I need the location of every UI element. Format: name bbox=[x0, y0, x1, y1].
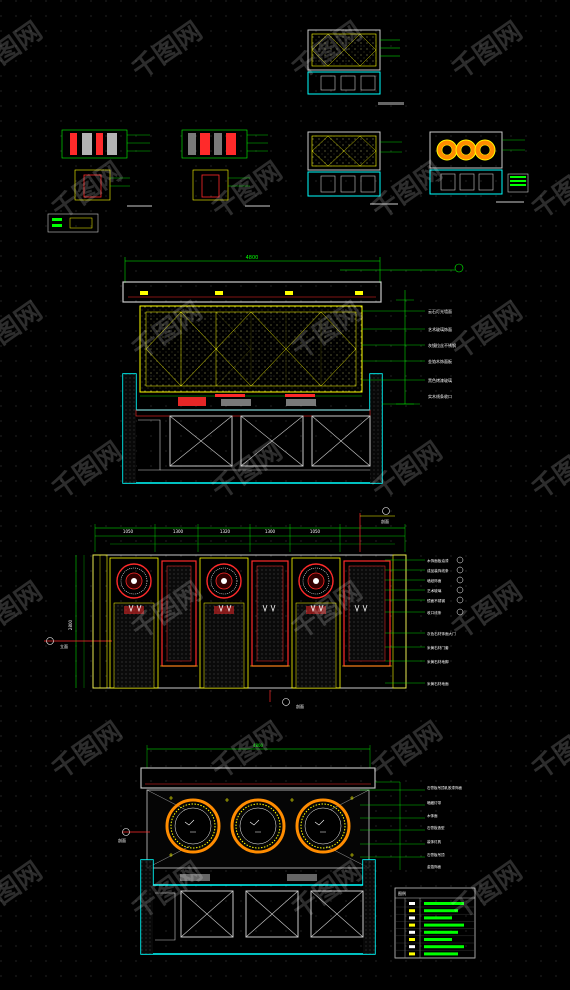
ceiling-2-callout-7: 金箔饰面 bbox=[427, 864, 441, 869]
section-marker-top-label: 剖面 bbox=[381, 518, 389, 524]
ceiling-2-callout-6: 石膏板吊顶 bbox=[427, 852, 445, 857]
thumb-ceiling-round bbox=[429, 131, 529, 203]
thumbnails-group bbox=[47, 29, 529, 233]
section-marker-left-label: 立面 bbox=[60, 643, 68, 649]
legend-symbol bbox=[409, 916, 415, 920]
ceiling-1-callout-2: 艺术玻璃饰面 bbox=[428, 326, 452, 332]
ceiling-plan-2: 4800 剖面 bbox=[118, 743, 476, 959]
elevation-callouts: 木饰面板油漆 成品装饰线条 墙纸饰面 艺术玻璃 镜面不锈钢 收口线条 灰色石材饰… bbox=[385, 556, 464, 686]
ceiling-2-dim-top: 4800 bbox=[253, 743, 264, 748]
elevation-panel-red-2 bbox=[250, 560, 290, 667]
legend-symbol bbox=[409, 952, 415, 956]
section-marker-bottom bbox=[282, 698, 290, 706]
elev-dim-5: 1050 bbox=[310, 529, 321, 534]
legend-text-bar bbox=[424, 938, 452, 941]
elev-left-dim: 2800 bbox=[68, 619, 73, 630]
round-feature-2 bbox=[230, 798, 286, 854]
elevation-drawing: 1050 1300 1320 1300 1050 剖面 2800 立面 bbox=[44, 507, 464, 709]
legend-symbol bbox=[409, 902, 415, 905]
ceiling-2-marker-left: 剖面 bbox=[118, 837, 126, 843]
ceiling-2-callout-3: 木饰面 bbox=[427, 813, 438, 818]
legend-text-bar bbox=[424, 923, 464, 927]
elev-callout-10: 米黄石材地面 bbox=[427, 681, 449, 686]
elev-callout-7: 灰色石材饰面大门 bbox=[427, 631, 456, 636]
legend-symbol bbox=[409, 930, 415, 934]
legend-symbol bbox=[409, 938, 415, 941]
elev-dim-3: 1320 bbox=[220, 529, 231, 534]
elev-callout-1: 木饰面板油漆 bbox=[427, 558, 449, 563]
ceiling-1-callout-6: 实木线条收口 bbox=[428, 393, 452, 399]
legend-text-bar bbox=[424, 909, 458, 913]
ceiling-2-callout-5: 装饰灯具 bbox=[427, 839, 441, 844]
ceiling-1-callout-4: 金箔木饰面板 bbox=[428, 358, 452, 364]
thumb-ceiling-top bbox=[307, 29, 404, 105]
cabinet-row-1 bbox=[138, 415, 371, 471]
ceiling-1-callout-1: 云石灯光墙面 bbox=[428, 308, 452, 314]
section-marker-top bbox=[382, 507, 390, 515]
legend-text-bar bbox=[424, 952, 458, 956]
thumb-elevation-2 bbox=[181, 129, 270, 207]
elevation-panel-2 bbox=[199, 557, 249, 689]
elev-dim-4: 1300 bbox=[265, 529, 276, 534]
elev-dim-1: 1050 bbox=[123, 529, 134, 534]
legend-text-bar bbox=[424, 945, 464, 949]
ceiling-2-callout-2: 暗藏灯带 bbox=[427, 800, 441, 805]
thumb-legend bbox=[47, 213, 99, 233]
legend-symbol bbox=[409, 923, 415, 927]
ceiling-2-callouts: 石膏板吊顶乳胶漆饰面 暗藏灯带 木饰面 石膏板造型 装饰灯具 石膏板吊顶 金箔饰… bbox=[360, 781, 462, 870]
elevation-panel-red-1 bbox=[160, 560, 198, 667]
elevation-panel-red-3 bbox=[342, 560, 392, 667]
thumb-elevation-1 bbox=[61, 129, 152, 207]
section-marker-left bbox=[46, 637, 54, 645]
ceiling-2-callout-4: 石膏板造型 bbox=[427, 825, 445, 830]
legend-table: 图例 bbox=[394, 887, 476, 959]
ceiling-1-callout-3: 灰镜拉丝不锈钢 bbox=[428, 342, 456, 348]
elev-callout-3: 墙纸饰面 bbox=[427, 578, 442, 583]
legend-text-bar bbox=[424, 930, 458, 934]
diamond-ceiling-panel bbox=[139, 305, 363, 393]
elev-callout-6: 收口线条 bbox=[427, 610, 442, 615]
thumb-ceiling-2 bbox=[307, 131, 402, 205]
elev-callout-2: 成品装饰线条 bbox=[427, 568, 449, 573]
elev-callout-9: 米黄石材地脚 bbox=[427, 659, 449, 664]
elev-dim-2: 1300 bbox=[173, 529, 184, 534]
legend-text-bar bbox=[424, 916, 452, 920]
section-marker-bottom-label: 剖面 bbox=[296, 703, 304, 709]
legend-symbol bbox=[409, 945, 415, 949]
dim-text-top: 4800 bbox=[246, 255, 259, 261]
ceiling-2-callout-1: 石膏板吊顶乳胶漆饰面 bbox=[427, 785, 462, 790]
elevation-panel-3 bbox=[291, 557, 341, 689]
cabinet-row-2 bbox=[155, 890, 364, 941]
elev-callout-4: 艺术玻璃 bbox=[427, 588, 442, 593]
round-feature-3 bbox=[295, 798, 351, 854]
legend-title: 图例 bbox=[398, 890, 406, 896]
elev-callout-5: 镜面不锈钢 bbox=[427, 598, 445, 603]
round-feature-1 bbox=[165, 798, 221, 854]
elevation-panel-1 bbox=[109, 557, 159, 689]
ceiling-1-callout-5: 黑色烤漆玻璃 bbox=[428, 377, 452, 383]
ceiling-1-callouts: 云石灯光墙面 艺术玻璃饰面 灰镜拉丝不锈钢 金箔木饰面板 黑色烤漆玻璃 实木线条… bbox=[362, 308, 456, 399]
elev-callout-8: 米黄石材门套 bbox=[427, 645, 449, 650]
legend-text-bar bbox=[424, 902, 464, 905]
legend-symbol bbox=[409, 909, 415, 913]
ceiling-plan-1: 4800 bbox=[122, 255, 464, 484]
